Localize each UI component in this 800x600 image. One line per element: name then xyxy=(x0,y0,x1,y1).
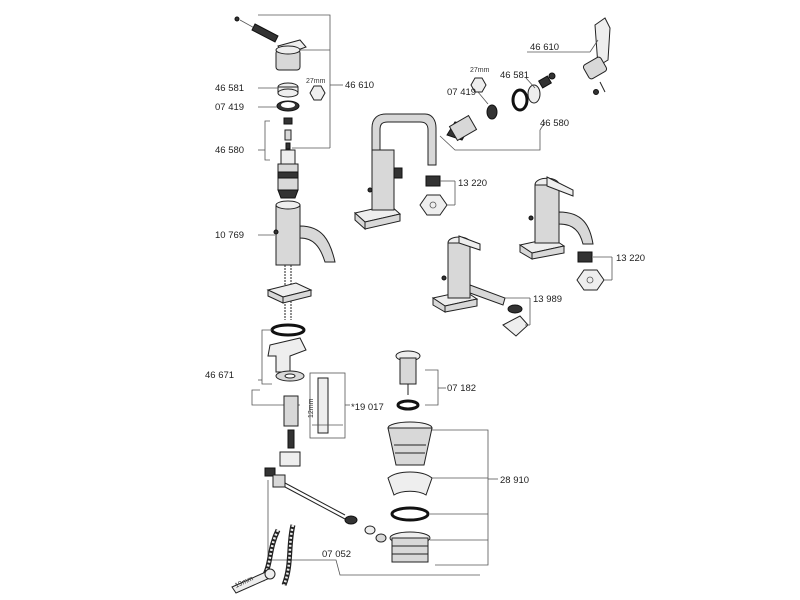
spray-head-13989-part xyxy=(502,304,529,337)
label-46580-right: 46 580 xyxy=(540,118,569,129)
hex-nut-27mm-right-icon xyxy=(470,77,487,93)
mounting-set-46671-part xyxy=(258,323,307,385)
label-13989: 13 989 xyxy=(533,294,562,305)
extension-rod-19017-part xyxy=(309,372,346,439)
label-46581-left: 46 581 xyxy=(215,83,244,94)
horizontal-cartridge-parts xyxy=(446,17,611,142)
wrench-19mm-icon xyxy=(231,568,276,594)
label-10769: 10 769 xyxy=(215,230,244,241)
drain-linkage-07052-part xyxy=(264,467,480,576)
mixer-body-10769-part xyxy=(273,200,336,266)
label-19017: *19 017 xyxy=(351,402,384,413)
label-12mm: 12mm xyxy=(308,398,315,418)
label-28910: 28 910 xyxy=(500,475,529,486)
aerator-13220-b-part xyxy=(576,251,605,291)
bracket-46610-left xyxy=(258,14,331,148)
label-46580-left: 46 580 xyxy=(215,145,244,156)
label-07419-right: 07 419 xyxy=(447,87,476,98)
ring-07419-part xyxy=(276,100,300,112)
label-27mm-left: 27mm xyxy=(306,78,326,85)
label-07052: 07 052 xyxy=(322,549,351,560)
tall-spout-mixer-assembly xyxy=(353,113,437,231)
handle-screw-part xyxy=(234,16,279,43)
label-46610-right: 46 610 xyxy=(530,42,559,53)
lever-handle-part xyxy=(275,39,307,71)
label-46671: 46 671 xyxy=(205,370,234,381)
label-46610-left: 46 610 xyxy=(345,80,374,91)
label-07182: 07 182 xyxy=(447,383,476,394)
label-13220-b: 13 220 xyxy=(616,253,645,264)
cap-46581-part xyxy=(277,82,299,98)
cartridge-part xyxy=(277,149,299,199)
label-46581-right: 46 581 xyxy=(500,70,529,81)
bidet-mixer-assembly xyxy=(431,235,506,313)
aerator-13220-a-part xyxy=(419,175,448,216)
small-parts-46580 xyxy=(283,117,293,150)
pull-rod-parts xyxy=(279,395,301,467)
label-13220-a: 13 220 xyxy=(458,178,487,189)
label-27mm-right: 27mm xyxy=(470,67,490,74)
hex-nut-27mm-icon xyxy=(309,85,326,101)
base-plate-part xyxy=(266,282,313,304)
waste-body-part xyxy=(387,421,433,563)
basin-mixer-assembly xyxy=(518,176,594,260)
pop-up-plug-07182-part xyxy=(395,350,421,411)
label-07419-left: 07 419 xyxy=(215,102,244,113)
